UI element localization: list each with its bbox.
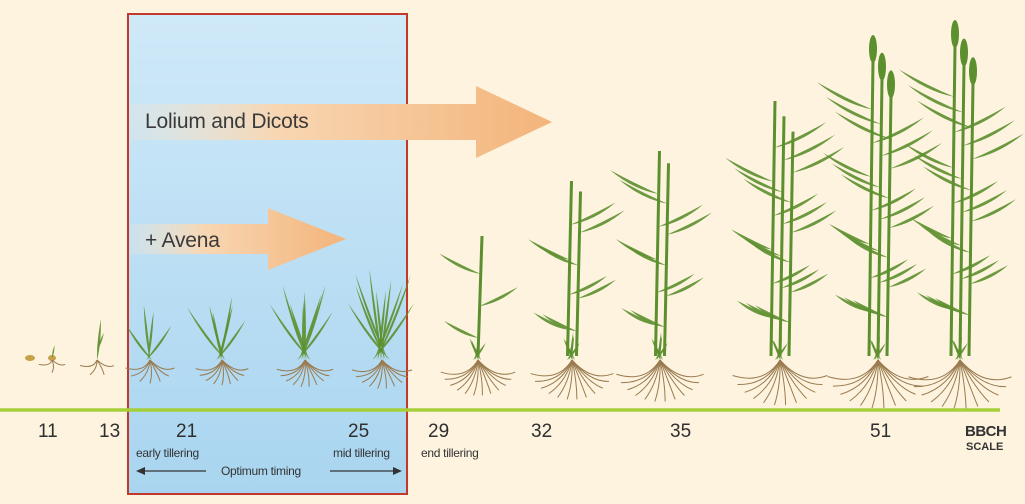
stage-32-label: 32: [531, 421, 552, 443]
stage-35-label: 35: [670, 421, 691, 443]
mid-tillering-note: mid tillering: [333, 446, 390, 460]
scale-label: SCALE: [966, 441, 1003, 453]
plant-11: [725, 101, 844, 405]
stage-21-label: 21: [176, 421, 197, 443]
end-tillering-note: end tillering: [421, 446, 478, 460]
plant-12: [817, 35, 942, 408]
stage-25-label: 25: [348, 421, 369, 443]
stage-13-label: 13: [99, 421, 120, 443]
plant-1: [25, 355, 35, 361]
stage-29-label: 29: [428, 421, 449, 443]
bbch-label: BBCH: [965, 423, 1006, 440]
stage-11-label: 11: [38, 421, 58, 443]
lolium-dicots-label: Lolium and Dicots: [145, 110, 309, 134]
plant-3: [80, 319, 114, 375]
stage-51-label: 51: [870, 421, 891, 443]
optimum-timing-label: Optimum timing: [221, 464, 301, 478]
avena-label: + Avena: [145, 229, 220, 253]
plant-10: [610, 151, 712, 402]
plant-9: [528, 181, 624, 399]
plant-2: [39, 345, 65, 372]
early-tillering-note: early tillering: [136, 446, 199, 460]
plant-8: [439, 236, 518, 395]
